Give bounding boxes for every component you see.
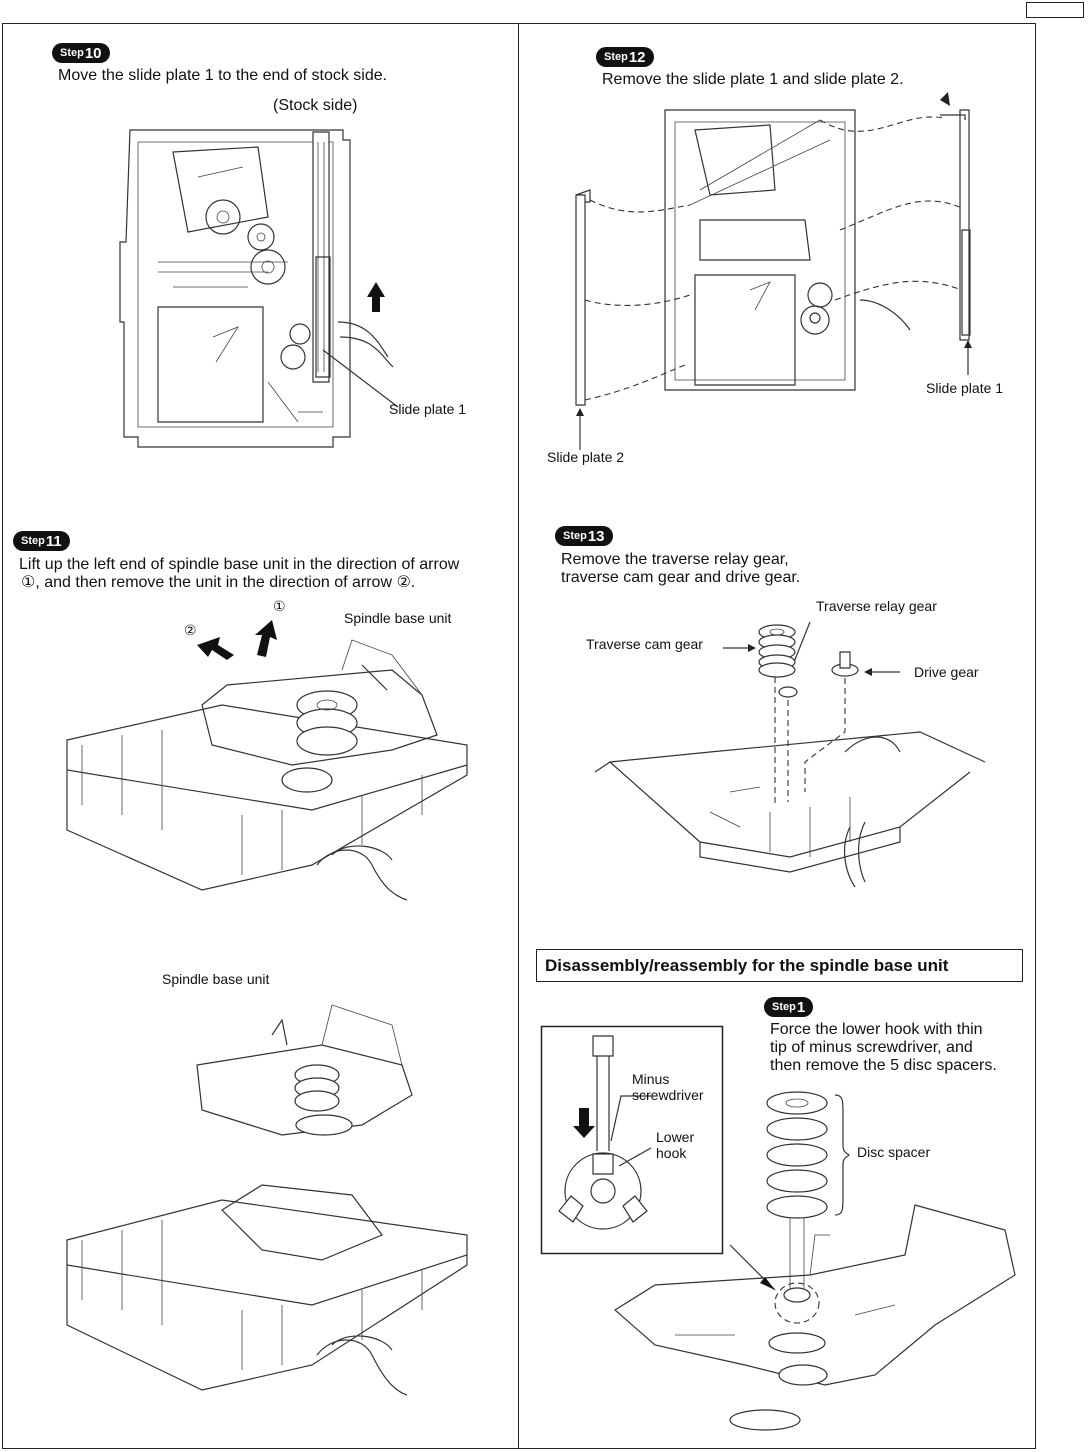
arrow-2-label: ② bbox=[184, 622, 197, 638]
step-number: 10 bbox=[84, 44, 102, 62]
illustration-slide-plates bbox=[570, 92, 972, 445]
drive-gear-label: Drive gear bbox=[914, 664, 979, 680]
minus-label-line-1: Minus bbox=[632, 1071, 670, 1087]
illustration-disc-spacers bbox=[615, 1085, 1030, 1440]
step-number: 1 bbox=[796, 998, 806, 1016]
step-word: Step bbox=[772, 1001, 796, 1013]
step-11-instruction-line-2: ①, and then remove the unit in the direc… bbox=[21, 574, 416, 591]
illustration-spindle-lift bbox=[62, 620, 482, 915]
slide-plate-2-label: Slide plate 2 bbox=[547, 449, 625, 465]
spindle-section-heading: Disassembly/reassembly for the spindle b… bbox=[536, 949, 1023, 982]
page-frame bbox=[2, 23, 1036, 1449]
step-word: Step bbox=[563, 530, 587, 542]
step-number: 13 bbox=[587, 527, 605, 545]
step-12-instruction: Remove the slide plate 1 and slide plate… bbox=[602, 71, 904, 88]
illustration-gears bbox=[590, 612, 990, 892]
illustration-mechanism-top bbox=[118, 122, 358, 454]
illustration-spindle-removed bbox=[62, 995, 482, 1415]
step-13-instruction-line-1: Remove the traverse relay gear, bbox=[561, 551, 789, 568]
slide-plate-1-label: Slide plate 1 bbox=[926, 380, 1004, 396]
step-number: 12 bbox=[628, 48, 646, 66]
step-word: Step bbox=[21, 535, 45, 547]
slide-plate-1-label: Slide plate 1 bbox=[389, 401, 467, 417]
lower-hook-label-line-1: Lower bbox=[656, 1129, 695, 1145]
stock-side-label: (Stock side) bbox=[273, 97, 358, 114]
step-13-instruction-line-2: traverse cam gear and drive gear. bbox=[561, 569, 801, 586]
step-1-instruction-line-2: tip of minus screwdriver, and bbox=[770, 1039, 973, 1056]
arrow-1-label: ① bbox=[273, 598, 286, 614]
minus-label-line-2: screwdriver bbox=[632, 1087, 704, 1103]
traverse-relay-gear-label: Traverse relay gear bbox=[816, 598, 937, 614]
step-1-instruction-line-1: Force the lower hook with thin bbox=[770, 1021, 983, 1038]
step-number: 11 bbox=[45, 532, 62, 550]
step-word: Step bbox=[604, 51, 628, 63]
step-1-instruction-line-3: then remove the 5 disc spacers. bbox=[770, 1057, 997, 1074]
disc-spacer-label: Disc spacer bbox=[857, 1144, 931, 1160]
spindle-base-unit-label-lower: Spindle base unit bbox=[162, 971, 270, 987]
traverse-cam-gear-label: Traverse cam gear bbox=[586, 636, 703, 652]
spindle-base-unit-label: Spindle base unit bbox=[344, 610, 452, 626]
column-divider bbox=[518, 23, 519, 1449]
step-11-instruction-line-1: Lift up the left end of spindle base uni… bbox=[19, 556, 460, 573]
illustration-inset-hook bbox=[541, 1026, 723, 1254]
step-word: Step bbox=[60, 47, 84, 59]
page-number-tab bbox=[1026, 2, 1084, 18]
lower-hook-label-line-2: hook bbox=[656, 1145, 687, 1161]
step-10-instruction: Move the slide plate 1 to the end of sto… bbox=[58, 67, 388, 84]
